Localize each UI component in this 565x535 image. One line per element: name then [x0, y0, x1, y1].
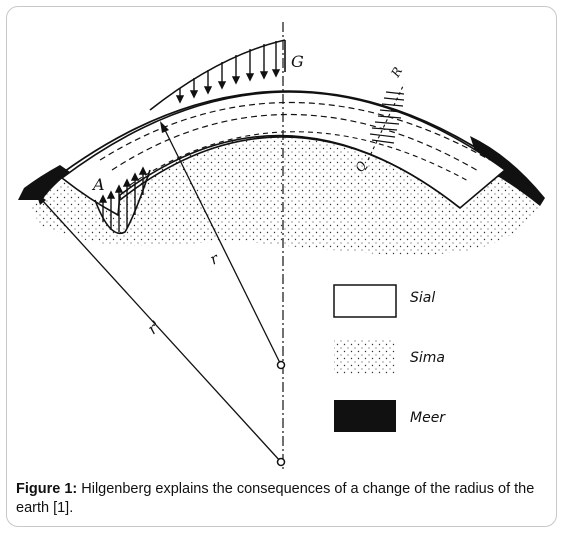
radius-line-r	[164, 129, 282, 366]
dashed-arc-2	[111, 113, 481, 173]
radius-line-r-prime	[41, 199, 282, 463]
inner-sial-arc	[119, 136, 461, 209]
pressure-curve-top	[149, 39, 286, 111]
center-point-r	[276, 360, 286, 370]
label-radius-r: r	[207, 249, 222, 269]
legend-swatch-meer	[334, 400, 396, 432]
legend-swatch-sial	[333, 284, 397, 318]
pressure-curve-left	[94, 169, 151, 235]
meer-left	[18, 165, 70, 200]
legend: Sial Sima Meer	[333, 284, 446, 432]
legend-label-sima: Sima	[410, 350, 445, 366]
dashed-arc-3	[129, 131, 471, 186]
caption-text: Hilgenberg explains the consequences of …	[16, 481, 535, 516]
dashed-arc-1	[99, 102, 491, 161]
legend-label-sial: Sial	[410, 290, 435, 306]
outer-surface-arc	[39, 90, 531, 191]
qr-axis	[367, 83, 405, 161]
meer-right	[470, 136, 545, 206]
left-arrows	[98, 166, 148, 232]
radius-arrowhead-r	[160, 121, 169, 133]
label-g: G	[291, 52, 304, 71]
label-radius-r-prime: r'	[144, 317, 164, 338]
center-point-r-prime	[276, 457, 286, 467]
figure-caption: Figure 1: Hilgenberg explains the conseq…	[16, 480, 546, 518]
top-arrows	[175, 41, 281, 104]
legend-swatch-sima	[334, 340, 396, 374]
label-a: A	[91, 175, 105, 194]
radius-arrowhead-r-prime	[36, 193, 46, 205]
legend-label-meer: Meer	[410, 410, 446, 426]
caption-prefix: Figure 1:	[16, 481, 78, 497]
label-r: R	[388, 65, 405, 81]
